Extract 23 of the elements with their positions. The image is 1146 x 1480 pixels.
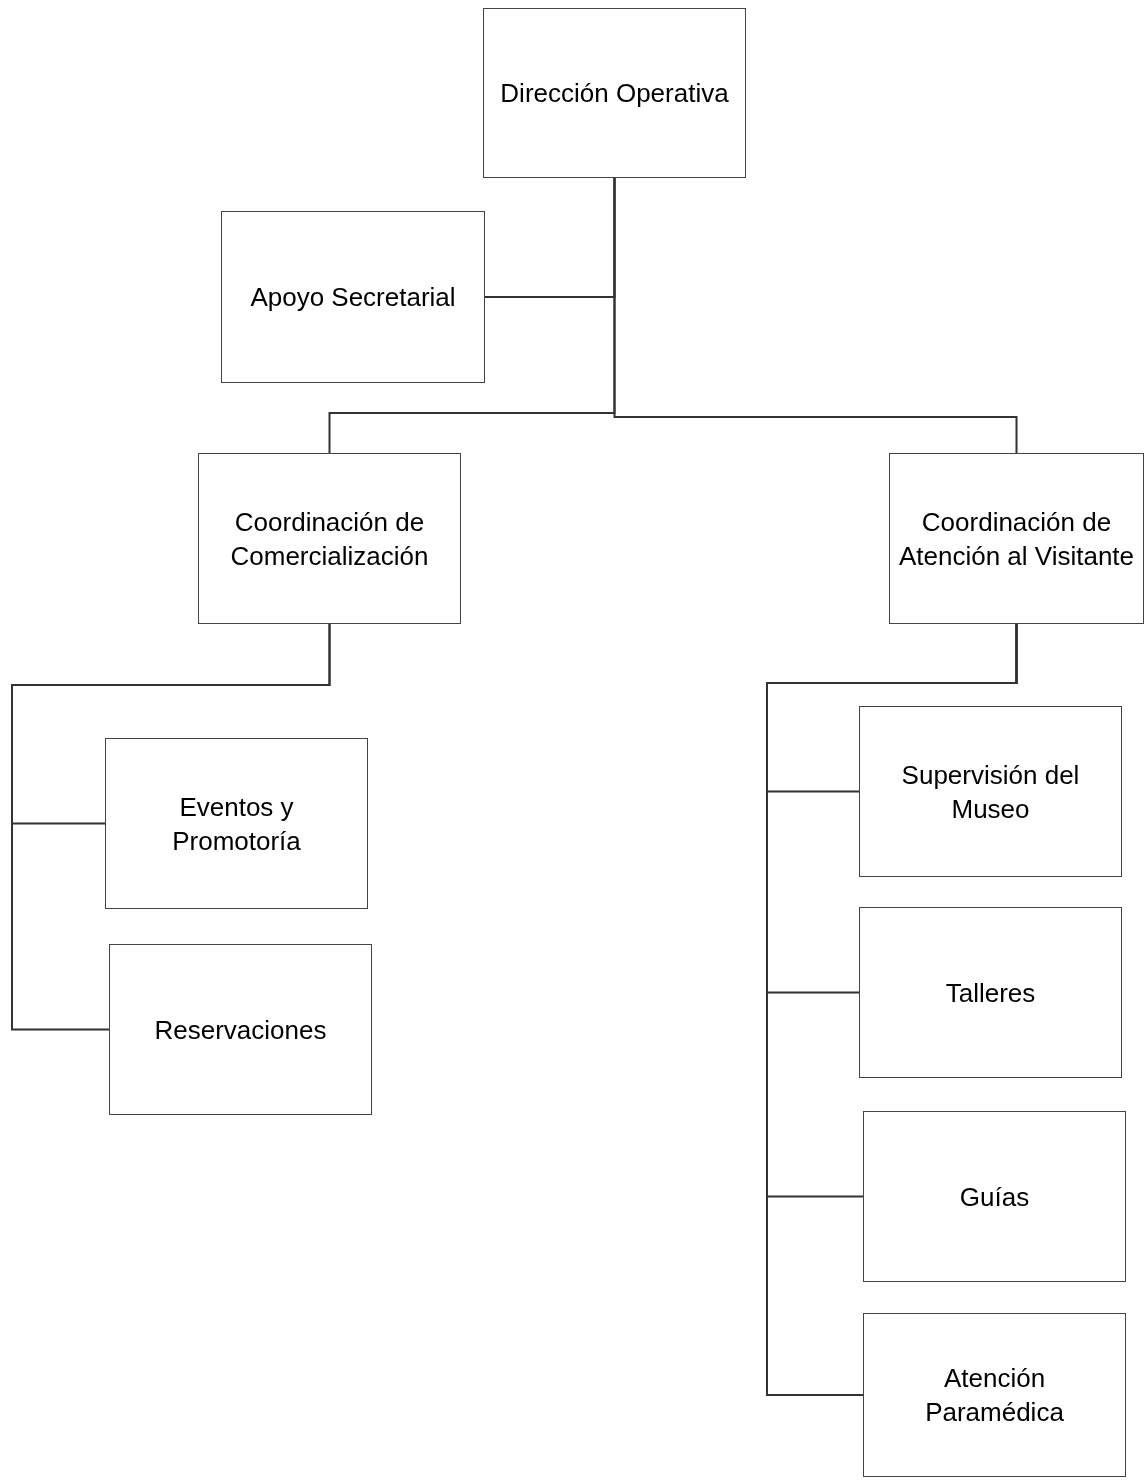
org-box — [859, 706, 1122, 877]
org-box — [109, 944, 372, 1115]
org-box — [863, 1111, 1126, 1282]
box-label: Coordinación de Comercialización — [229, 505, 430, 573]
box-label: Apoyo Secretarial — [250, 281, 456, 314]
box-label: Atención Paramédica — [924, 1362, 1065, 1429]
box-label: Reservaciones — [154, 1013, 327, 1047]
box-label: Talleres — [945, 976, 1036, 1010]
connector-line — [766, 623, 1018, 1396]
box-label: Dirección Operativa — [500, 77, 729, 110]
connector-line — [11, 623, 331, 1031]
org-box — [889, 453, 1144, 624]
org-box — [859, 907, 1122, 1078]
box-label: Supervisión del Museo — [900, 758, 1081, 826]
box-label: Coordinación de Atención al Visitante — [898, 505, 1135, 573]
org-box — [198, 453, 461, 624]
org-box — [483, 8, 746, 178]
box-label: Guías — [959, 1180, 1030, 1214]
box-label: Eventos y Promotoría — [171, 790, 302, 858]
org-box — [863, 1313, 1126, 1477]
org-box — [105, 738, 368, 909]
connector-line — [613, 177, 1018, 454]
org-box — [221, 211, 485, 383]
